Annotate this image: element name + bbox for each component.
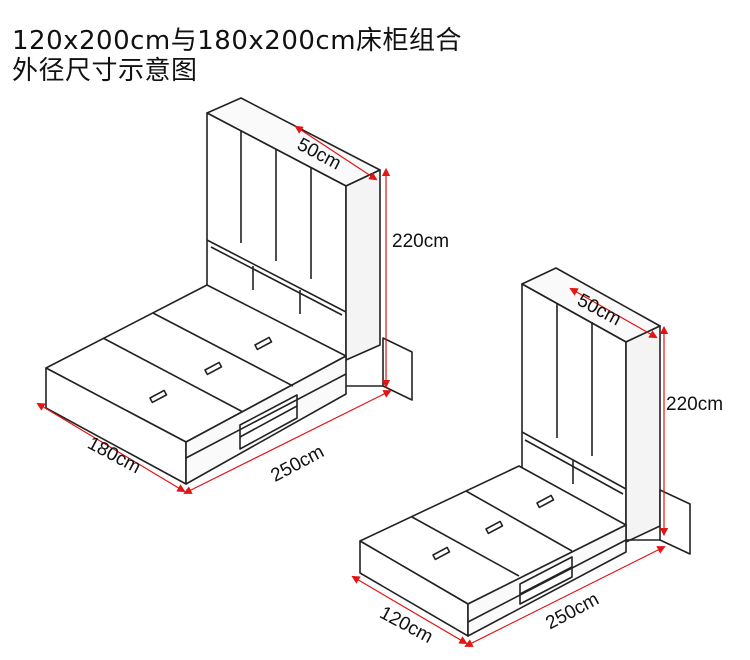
small-depth-dimension <box>569 287 658 339</box>
big-bed-cabinet-set <box>45 97 413 485</box>
small-width-dimension <box>351 575 468 645</box>
big-dimension-lines <box>36 125 392 494</box>
small-dimension-lines <box>351 287 669 647</box>
small-length-label: 250cm <box>542 589 602 634</box>
small-height-label: 220cm <box>666 394 723 415</box>
big-depth-dimension <box>294 125 378 181</box>
title-line-1: 120x200cm与180x200cm床柜组合 <box>12 26 463 56</box>
big-length-dimension <box>183 390 392 494</box>
title-line-2: 外径尺寸示意图 <box>12 56 198 86</box>
small-length-dimension <box>464 546 666 647</box>
small-bed-cabinet-set <box>359 267 691 637</box>
diagram-title: 120x200cm与180x200cm床柜组合 外径尺寸示意图 <box>12 26 462 86</box>
big-height-label: 220cm <box>392 231 449 252</box>
big-width-dimension <box>36 402 186 493</box>
